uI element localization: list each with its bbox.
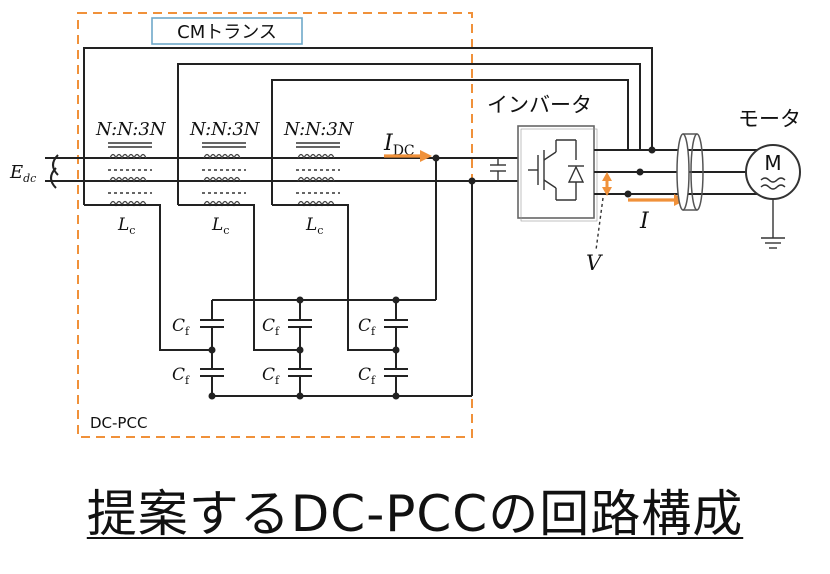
dc-pcc-label: DC-PCC [90,414,147,432]
dc-link-capacitor [490,158,506,181]
motor-current-label: I [639,209,650,234]
motor-label: モータ [738,107,801,131]
capacitor-column-3: Cf Cf [358,296,408,400]
inverter-block [517,125,598,222]
svg-text:Lc: Lc [305,215,323,237]
circuit-diagram: DC-PCC CMトランス Edc N:N:3N Lc N:N:3N Lc N:… [9,12,801,438]
capacitor-column-1: Cf Cf [172,300,224,400]
dc-source-symbol [50,154,59,189]
cm-transformer-label: CMトランス [177,22,277,43]
svg-text:Cf: Cf [172,316,190,338]
svg-text:Lc: Lc [211,215,229,237]
svg-text:Lc: Lc [117,215,135,237]
svg-text:Cf: Cf [172,365,190,387]
svg-text:Cf: Cf [358,316,376,338]
transformer-1: N:N:3N Lc [95,119,167,237]
capacitor-column-2: Cf Cf [262,296,312,400]
transformer-2: N:N:3N Lc [189,119,261,237]
page-caption: 提案するDC-PCCの回路構成 [86,485,744,543]
transformer-3: N:N:3N Lc [283,119,355,237]
cm-transformer-label-box [151,17,303,45]
inverter-label: インバータ [487,93,592,117]
svg-text:N:N:3N: N:N:3N [95,119,167,140]
source-label: Edc [9,162,36,185]
svg-text:Cf: Cf [262,316,280,338]
tertiary-wires [84,204,396,351]
svg-text:M: M [764,151,781,175]
svg-text:Cf: Cf [262,365,280,387]
output-core [676,133,704,211]
ground-icon [761,199,785,249]
svg-text:Cf: Cf [358,365,376,387]
motor-symbol: M [745,144,801,200]
cm-feedback-wires [83,47,653,205]
svg-text:N:N:3N: N:N:3N [189,119,261,140]
svg-text:N:N:3N: N:N:3N [283,119,355,140]
voltage-label: V [586,251,603,275]
